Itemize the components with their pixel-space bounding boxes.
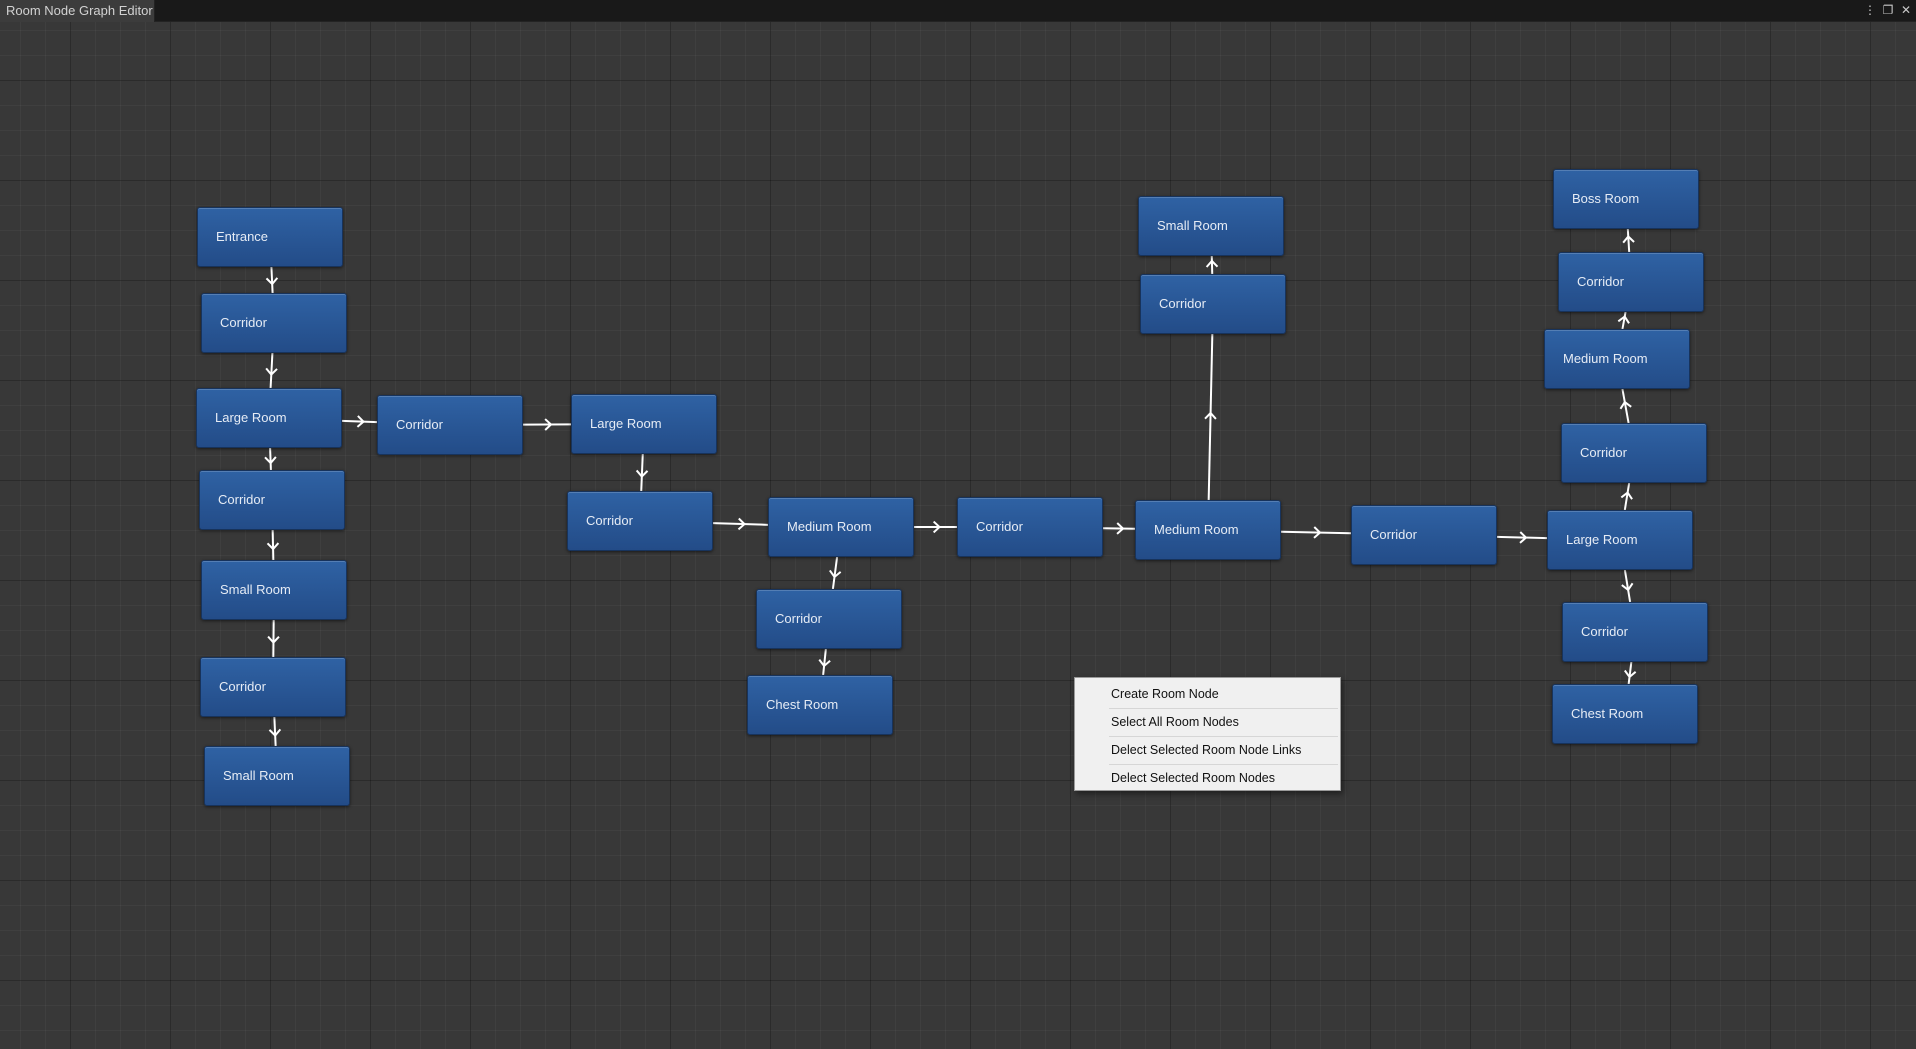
window-title-bar: Room Node Graph Editor ⋮ ❐ ✕ [0, 0, 1916, 22]
more-icon[interactable]: ⋮ [1864, 3, 1876, 17]
menu-item-delete-selected-links[interactable]: Delect Selected Room Node Links [1109, 737, 1338, 765]
room-node-large-room[interactable]: Large Room [571, 394, 717, 454]
room-node-corridor[interactable]: Corridor [957, 497, 1103, 557]
menu-item-create-room-node[interactable]: Create Room Node [1109, 681, 1338, 709]
room-node-corridor[interactable]: Corridor [756, 589, 902, 649]
maximize-icon[interactable]: ❐ [1882, 3, 1894, 17]
room-node-chest-room[interactable]: Chest Room [747, 675, 893, 735]
room-node-large-room[interactable]: Large Room [1547, 510, 1693, 570]
room-node-corridor[interactable]: Corridor [199, 470, 345, 530]
context-menu: Create Room Node Select All Room Nodes D… [1074, 677, 1341, 791]
room-node-small-room[interactable]: Small Room [1138, 196, 1284, 256]
close-icon[interactable]: ✕ [1900, 3, 1912, 17]
room-node-entrance[interactable]: Entrance [197, 207, 343, 267]
room-node-corridor[interactable]: Corridor [201, 293, 347, 353]
room-node-medium-room[interactable]: Medium Room [1135, 500, 1281, 560]
room-node-small-room[interactable]: Small Room [204, 746, 350, 806]
room-node-corridor[interactable]: Corridor [1558, 252, 1704, 312]
room-node-chest-room[interactable]: Chest Room [1552, 684, 1698, 744]
room-node-boss-room[interactable]: Boss Room [1553, 169, 1699, 229]
room-node-large-room[interactable]: Large Room [196, 388, 342, 448]
room-node-medium-room[interactable]: Medium Room [1544, 329, 1690, 389]
room-node-corridor[interactable]: Corridor [567, 491, 713, 551]
menu-item-select-all-room-nodes[interactable]: Select All Room Nodes [1109, 709, 1338, 737]
menu-item-delete-selected-nodes[interactable]: Delect Selected Room Nodes [1111, 771, 1275, 785]
room-node-corridor[interactable]: Corridor [1140, 274, 1286, 334]
window-controls: ⋮ ❐ ✕ [1864, 2, 1912, 18]
editor-tab[interactable]: Room Node Graph Editor [0, 0, 155, 22]
room-node-corridor[interactable]: Corridor [1562, 602, 1708, 662]
room-node-corridor[interactable]: Corridor [377, 395, 523, 455]
room-node-small-room[interactable]: Small Room [201, 560, 347, 620]
room-node-corridor[interactable]: Corridor [1561, 423, 1707, 483]
room-node-medium-room[interactable]: Medium Room [768, 497, 914, 557]
room-node-corridor[interactable]: Corridor [200, 657, 346, 717]
room-node-corridor[interactable]: Corridor [1351, 505, 1497, 565]
